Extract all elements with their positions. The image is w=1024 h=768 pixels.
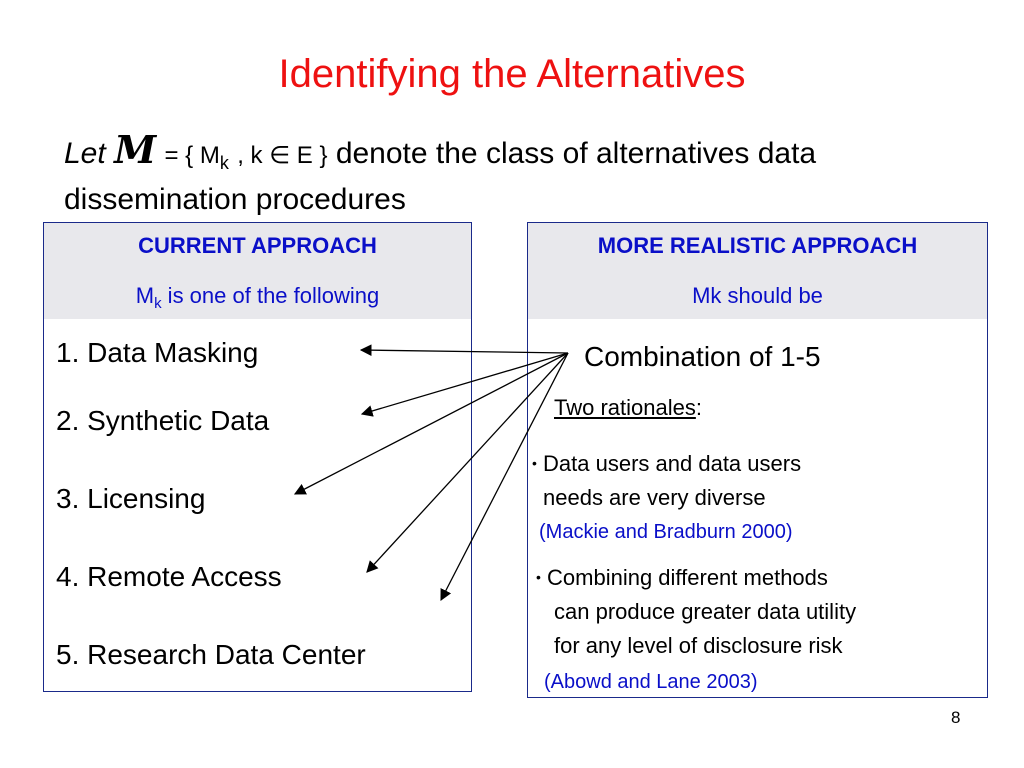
bullet-1-line-2: needs are very diverse xyxy=(543,485,766,510)
list-item: 2. Synthetic Data xyxy=(56,405,270,436)
citation-1: (Mackie and Bradburn 2000) xyxy=(539,521,793,543)
rationales-label: Two rationales: xyxy=(554,395,702,421)
bullet-2-text: Combining different methods xyxy=(547,565,828,590)
arrow-to-research-data-center xyxy=(440,352,569,602)
rationales-colon: : xyxy=(695,395,702,420)
bullet-dot-icon: • xyxy=(532,455,537,471)
mk-m: M xyxy=(135,283,155,308)
set-rest: , k ∈ E } xyxy=(237,142,328,169)
page-number: 8 xyxy=(951,708,961,727)
bullet-2-line-2: can produce greater data utility xyxy=(554,599,857,624)
intro-line-1-text: denote the class of alternatives data xyxy=(335,137,817,170)
arrow-to-remote-access xyxy=(366,352,569,573)
script-m-symbol: M xyxy=(114,127,157,172)
bullet-2-line-3: for any level of disclosure risk xyxy=(554,633,843,658)
mk-subscript: k xyxy=(154,295,162,312)
current-approach-subheading: Mk is one of the following xyxy=(44,283,471,312)
slide-title: Identifying the Alternatives xyxy=(278,52,746,96)
arrow-to-synthetic-data xyxy=(360,352,569,417)
realistic-approach-header: MORE REALISTIC APPROACH Mk should be xyxy=(528,223,987,319)
list-item: 4. Remote Access xyxy=(56,561,282,592)
bullet-1-text: Data users and data users xyxy=(543,451,802,476)
arrow-to-data-masking xyxy=(359,344,569,357)
intro-let: Let xyxy=(64,137,106,170)
intro-line-1: Let M = { Mk , k ∈ E } denote the class … xyxy=(64,130,816,183)
intro-line-2: dissemination procedures xyxy=(64,183,406,216)
rationales-underlined: Two rationales xyxy=(554,395,696,420)
list-item: 1. Data Masking xyxy=(56,337,259,368)
realistic-approach-box: MORE REALISTIC APPROACH Mk should be Com… xyxy=(527,222,988,698)
current-approach-heading: CURRENT APPROACH xyxy=(138,233,377,258)
mk-rest: is one of the following xyxy=(161,283,380,308)
set-subscript: k xyxy=(219,153,229,173)
list-item: 5. Research Data Center xyxy=(56,639,366,670)
realistic-approach-heading: MORE REALISTIC APPROACH xyxy=(597,233,918,258)
list-item: 3. Licensing xyxy=(56,483,206,514)
bullet-1-line-1: • Data users and data users xyxy=(532,451,801,477)
set-open: = { M xyxy=(164,142,220,169)
current-approach-header: CURRENT APPROACH Mk is one of the follow… xyxy=(44,223,471,319)
citation-2: (Abowd and Lane 2003) xyxy=(544,671,758,693)
realistic-approach-subheading: Mk should be xyxy=(692,283,823,308)
combination-text: Combination of 1-5 xyxy=(584,341,821,372)
arrow-to-licensing xyxy=(293,352,569,495)
current-approach-box: CURRENT APPROACH Mk is one of the follow… xyxy=(43,222,472,692)
bullet-2-line-1: • Combining different methods xyxy=(536,565,828,591)
bullet-dot-icon: • xyxy=(536,569,541,585)
